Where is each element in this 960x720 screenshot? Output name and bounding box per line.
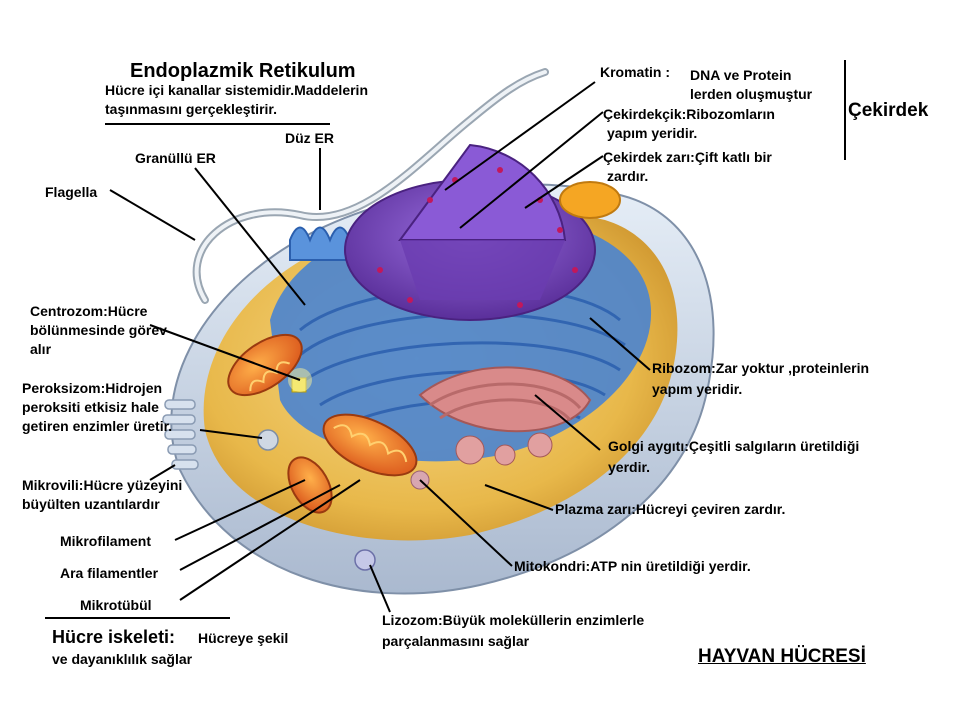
label-cekirdek-zari-1: Çekirdek zarı:Çift katlı bir <box>603 149 772 165</box>
er-desc-line-2: taşınmasını gerçekleştirir. <box>105 101 277 117</box>
label-mikrovili-1: Mikrovili:Hücre yüzeyini <box>22 477 183 493</box>
label-cekirdekcik-2: yapım yeridir. <box>607 125 698 141</box>
label-plazma-zari: Plazma zarı:Hücreyi çeviren zardır. <box>555 501 786 517</box>
label-mikrofilament: Mikrofilament <box>60 533 152 549</box>
label-ribozom-1: Ribozom:Zar yoktur ,proteinlerin <box>652 360 870 376</box>
label-golgi-2: yerdir. <box>608 459 651 475</box>
label-iskelet-title: Hücre iskeleti: <box>52 627 176 647</box>
label-duz-er: Düz ER <box>285 130 334 146</box>
label-iskelet-desc-1: Hücreye şekil <box>198 630 289 646</box>
label-centrozom-3: alır <box>30 341 52 357</box>
label-lizozom-2: parçalanmasını sağlar <box>382 633 530 649</box>
label-peroksizom-3: getiren enzimler üretir. <box>22 418 173 434</box>
label-flagella: Flagella <box>45 184 98 200</box>
label-kromatin: Kromatin : <box>600 64 670 80</box>
label-kromatin-desc-2: lerden oluşmuştur <box>690 86 813 102</box>
label-cekirdek: Çekirdek <box>848 100 929 121</box>
label-centrozom-1: Centrozom:Hücre <box>30 303 148 319</box>
label-ribozom-2: yapım yeridir. <box>652 381 743 397</box>
golgi-shape <box>418 366 592 466</box>
label-kromatin-desc-1: DNA ve Protein <box>690 67 792 83</box>
label-cekirdekcik-1: Çekirdekçik:Ribozomların <box>603 106 775 122</box>
label-mitokondri: Mitokondri:ATP nin üretildiği yerdir. <box>514 558 751 574</box>
label-golgi-1: Golgi aygıtı:Çeşitli salgıların üretildi… <box>608 438 860 454</box>
label-peroksizom-1: Peroksizom:Hidrojen <box>22 380 163 396</box>
label-iskelet-desc-2: ve dayanıklılık sağlar <box>52 651 193 667</box>
er-desc-line-1: Hücre içi kanallar sistemidir.Maddelerin <box>105 82 368 98</box>
label-mikrovili-2: büyülten uzantılardır <box>22 496 160 512</box>
label-cekirdek-zari-2: zardır. <box>607 168 649 184</box>
label-lizozom-1: Lizozom:Büyük moleküllerin enzimlerle <box>382 612 645 628</box>
label-peroksizom-2: peroksiti etkisiz hale <box>22 399 159 415</box>
label-granullu-er: Granüllü ER <box>135 150 216 166</box>
label-hayvan-hucresi: HAYVAN HÜCRESİ <box>698 646 866 667</box>
label-ara-filamentler: Ara filamentler <box>60 565 159 581</box>
er-title: Endoplazmik Retikulum <box>130 60 356 82</box>
label-centrozom-2: bölünmesinde görev <box>30 322 167 338</box>
mitochondria-shapes <box>227 333 418 514</box>
label-mikrotubul: Mikrotübül <box>80 597 152 613</box>
